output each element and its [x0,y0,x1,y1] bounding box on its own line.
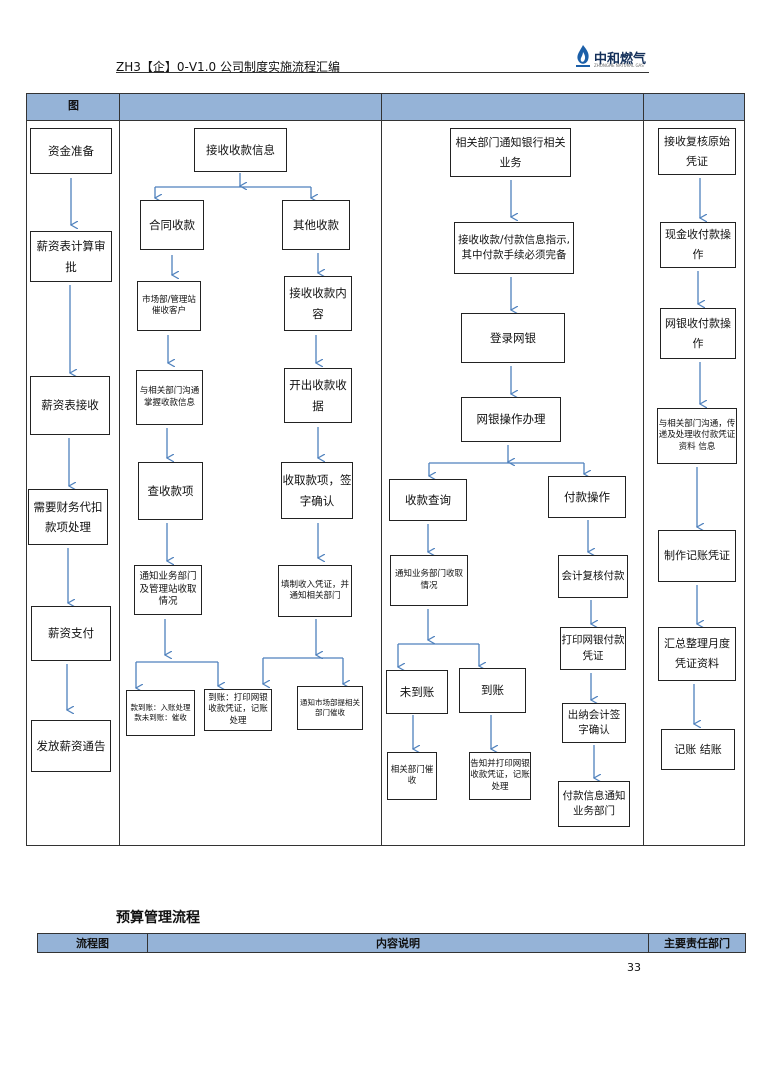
flow-box-payment-op: 付款操作 [548,476,626,518]
flow-box-cashier-sign: 出纳会计签字确认 [562,703,626,743]
table-header-label: 图 [68,99,79,112]
flow-box-receive-content: 接收收款内容 [284,276,352,331]
flow-box-receive-info: 接收收款信息 [194,128,287,172]
flow-box-review-payment: 会计复核付款 [558,555,628,598]
table2-header-flowchart: 流程图 [37,933,148,953]
flow-box-bank-login: 登录网银 [461,313,565,363]
flow-box-bank-op: 网银收付款操作 [660,308,736,359]
flow-box-receive-instructions: 接收收款/付款信息指示,其中付款手续必须完备 [454,222,574,274]
flow-box-inform-print: 告知并打印网银收款凭证，记账处理 [469,752,531,800]
logo-subtext: ZHONGHE NATURAL GAS [594,63,644,68]
flow-box-receipt-query: 收款查询 [389,479,467,521]
flow-box-cash-op: 现金收付款操作 [660,222,736,268]
flow-box-check-payment: 查收款项 [138,462,203,520]
header-rule [116,72,649,73]
flow-box-dept-communicate: 与相关部门沟通掌握收款信息 [136,370,203,425]
flow-box-voucher-comm: 与相关部门沟通，传递及处理收付款凭证资料 信息 [657,408,737,464]
table2-header-content: 内容说明 [147,933,649,953]
flow-box-payroll-receive: 薪资表接收 [30,376,110,435]
flow-box-pay-info-notify: 付款信息通知业务部门 [558,781,630,827]
logo-text: 中和燃气 [594,52,647,67]
flow-box-review-vouchers: 接收复核原始凭证 [658,128,736,175]
flow-box-deduction: 需要财务代扣款项处理 [28,489,108,545]
flow-box-salary-notice: 发放薪资通告 [31,720,111,772]
document-title: ZH3【企】0-V1.0 公司制度实施流程汇编 [116,60,340,74]
flow-box-market-collect: 市场部/管理站催收客户 [137,281,201,331]
flow-box-dept-collect: 相关部门催收 [387,752,437,800]
section-title: 预算管理流程 [116,910,200,926]
flow-box-close-books: 记账 结账 [661,729,735,770]
flow-box-notify-biz: 通知业务部门及管理站收取情况 [134,565,202,615]
flow-box-fill-voucher: 填制收入凭证，并通知相关部门 [278,565,352,617]
flow-box-other-receipt: 其他收款 [282,200,350,250]
flow-box-record-or-collect: 款到账：入账处理 款未到账：催收 [126,690,195,736]
table-header-col3 [381,93,644,121]
company-logo: 中和燃气 ZHONGHE NATURAL GAS [574,44,648,70]
flow-box-arrived: 到账 [459,668,526,713]
flow-box-fund-prep: 资金准备 [30,128,112,174]
flow-box-bank-notice: 相关部门通知银行相关业务 [450,128,571,177]
flow-box-make-voucher: 制作记账凭证 [658,530,736,582]
flow-box-contract-receipt: 合同收款 [140,200,204,250]
flow-box-notify-status: 通知业务部门收取情况 [390,555,468,606]
flow-box-bank-operation: 网银操作办理 [461,397,561,442]
flame-icon [576,45,590,67]
flow-box-monthly-summary: 汇总整理月度凭证资料 [658,627,736,681]
table-header-col1: 图 [26,93,120,121]
flow-box-not-arrived: 未到账 [386,670,448,714]
table-header-col2 [119,93,382,121]
flow-box-print-voucher: 到账：打印网银收款凭证，记账处理 [204,689,272,731]
flow-box-salary-pay: 薪资支付 [31,606,111,661]
table2-header-department: 主要责任部门 [648,933,746,953]
flow-box-issue-receipt: 开出收款收据 [284,368,352,423]
page-number: 33 [627,961,641,974]
flow-box-collect-sign: 收取款项，签字确认 [281,462,353,519]
flow-box-print-pay-voucher: 打印网银付款凭证 [560,627,626,670]
flow-box-notify-market: 通知市场部提相关部门催收 [297,686,363,730]
flow-box-payroll-audit: 薪资表计算审批 [30,231,112,282]
